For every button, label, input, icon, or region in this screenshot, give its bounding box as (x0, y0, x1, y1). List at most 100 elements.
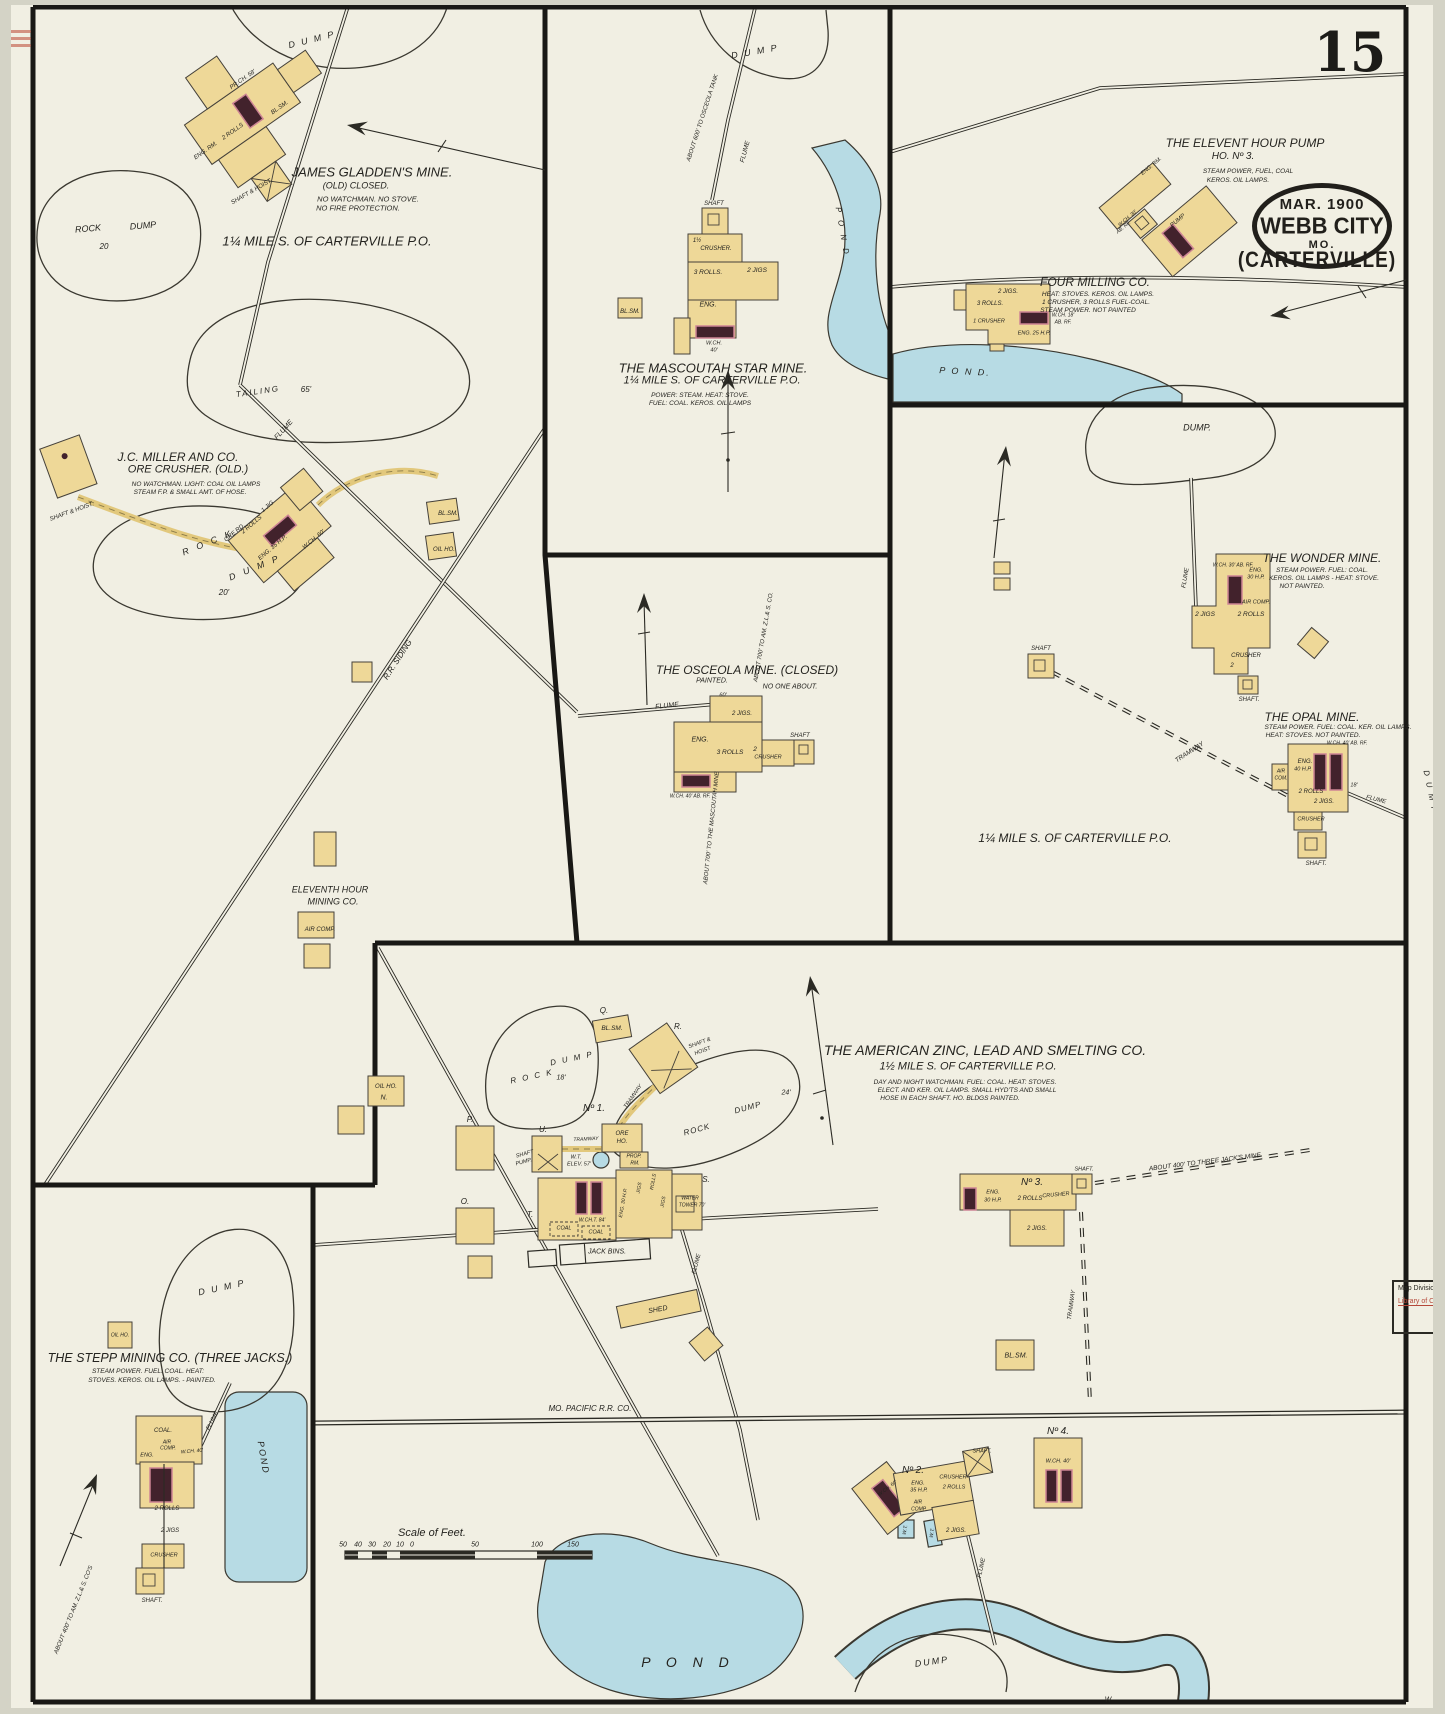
tramway-layer (76, 467, 663, 1152)
map-label: NOT PAINTED. (1279, 582, 1325, 590)
map-label: 60' (719, 692, 727, 699)
map-label: 18' (556, 1074, 566, 1082)
site-title-osceola: THE OSCEOLA MINE. (CLOSED) (655, 663, 839, 677)
map-label: ENG. (911, 1480, 925, 1487)
map-label: P. (466, 1115, 474, 1124)
map-label: W.CH. 40' AB. RF. (669, 793, 711, 800)
map-label: 2 JIGS. (997, 289, 1019, 295)
ponds-layer (224, 139, 1210, 1705)
map-label: 24' (781, 1089, 791, 1097)
stamp-state: MO. (1308, 239, 1336, 251)
red-ink-stamp (5, 26, 31, 62)
jack-bins-label: JACK BINS. (587, 1248, 627, 1256)
map-label: W.CH. 18' (1051, 312, 1075, 319)
map-label: W.CH. 40' (1045, 1458, 1071, 1465)
distance-note-gladden: 1¼ MILE S. OF CARTERVILLE P.O. (222, 233, 432, 249)
map-label: CRUSHER (1297, 816, 1325, 823)
map-label: 2 JIGS. (731, 711, 753, 717)
scale-tick-value: 50 (339, 1541, 347, 1549)
distance-note-opal: 1¼ MILE S. OF CARTERVILLE P.O. (978, 831, 1172, 845)
map-label: CRUSHER. (700, 246, 732, 252)
map-label: OIL HO. (110, 1332, 130, 1339)
map-label: ELECT. AND KER. OIL LAMPS. SMALL HYD'TS … (877, 1086, 1057, 1094)
scale-tick-value: 50 (471, 1541, 479, 1549)
map-label: DUMP. (1183, 422, 1211, 433)
sheet-number: 15 (1313, 20, 1387, 85)
dump-outlines-layer (36, 3, 1276, 1693)
site-title-stepp: THE STEPP MINING CO. (THREE JACKS.) (47, 1350, 293, 1365)
map-label: STOVES. KEROS. OIL LAMPS. - PAINTED. (88, 1376, 216, 1384)
map-label: R. (674, 1022, 682, 1031)
map-label: NO WATCHMAN. LIGHT: COAL OIL LAMPS (131, 480, 261, 488)
map-label: W.CH. 30' AB. RF. (1212, 562, 1254, 569)
scan-edge-bottom (0, 1708, 1445, 1714)
map-label: ELEV. 57' (567, 1161, 591, 1168)
scale-tick-value: 150 (567, 1541, 579, 1549)
map-label: NO FIRE PROTECTION. (316, 203, 400, 213)
panel-borders (30, 4, 1409, 1705)
shaft-no4-label: Nº 4. (1047, 1426, 1069, 1437)
map-label: 2 (753, 745, 757, 753)
north-arrow-wonder (992, 446, 1011, 559)
north-arrow-stepp (59, 1474, 97, 1567)
map-label: 20 (99, 242, 109, 251)
map-label: SHAFT. (141, 1598, 163, 1604)
scale-tick-value: 10 (396, 1541, 404, 1549)
map-label: AIR (162, 1439, 172, 1446)
map-label: MINING CO. (307, 896, 359, 907)
map-label: ENG. (1249, 567, 1263, 574)
map-label: ORE (615, 1131, 629, 1137)
map-label: 2 JIGS (747, 266, 767, 274)
map-label: 2 ROLLS (1237, 610, 1265, 618)
library-stamp-line2: Library of Co (1398, 1298, 1439, 1306)
buildings-layer (39, 49, 1349, 1595)
site-title-miller: J.C. MILLER AND CO. (117, 450, 239, 464)
map-label: 2 ROLLS (154, 1506, 180, 1512)
map-label: KEROS. OIL LAMPS. (1206, 176, 1270, 184)
map-label: CRUSHER (754, 754, 782, 761)
map-label: W.CH.T. 84' (578, 1217, 606, 1224)
map-label: 65' (300, 385, 312, 394)
map-label: 1½ MILE S. OF CARTERVILLE P.O. (879, 1060, 1057, 1073)
map-label: W.T. (570, 1154, 582, 1161)
shaft-no2-label: Nº 2. (902, 1465, 924, 1476)
map-label: U. (539, 1125, 547, 1134)
scan-edge-top (0, 0, 1445, 5)
map-label: W (1104, 1696, 1112, 1704)
map-label: ELEVENTH HOUR (291, 884, 369, 895)
map-label: 2 JIGS. (1026, 1226, 1048, 1232)
map-label: 20' (218, 588, 230, 597)
map-label: (OLD) CLOSED. (322, 180, 390, 191)
map-label: 30 H.P. (1247, 574, 1265, 581)
map-label: 1¼ MILE S. OF CARTERVILLE P.O. (623, 374, 801, 387)
scan-edge-right (1433, 0, 1445, 1714)
map-label: NO WATCHMAN. NO STOVE. (317, 194, 419, 204)
map-label: CRUSHER (1231, 653, 1261, 659)
map-label: O. (460, 1197, 470, 1206)
map-label: HOSE IN EACH SHAFT. HO. BLDGS PAINTED. (880, 1094, 1020, 1102)
map-label: RM. (630, 1160, 640, 1167)
map-label: OIL HO. (375, 1084, 397, 1090)
map-label: AIR COMP. (304, 927, 336, 933)
site-title-four-milling: FOUR MILLING CO. (1039, 275, 1151, 289)
map-label: W.CH. 40' AB. RF. (1326, 740, 1368, 747)
map-label: SHAFT. (1305, 861, 1327, 867)
shaft-no1-label: Nº 1. (583, 1103, 605, 1114)
map-label: HO. (616, 1139, 628, 1145)
map-label: 2 JIGS (1195, 610, 1215, 618)
map-label: STEAM F.P. & SMALL AMT. OF HOSE. (133, 488, 247, 496)
site-title-gladden: JAMES GLADDEN'S MINE. (291, 164, 453, 180)
map-label: COAL (588, 1229, 604, 1236)
map-label: SHAFT (1031, 646, 1051, 652)
roads-layer (42, 0, 1407, 1646)
map-label: STEAM POWER. FUEL: COAL. HEAT: (91, 1367, 205, 1375)
map-label: 40 H.P. (1294, 766, 1312, 773)
railroad-label: MO. PACIFIC R.R. CO. (548, 1404, 632, 1413)
site-title-mascoutah: THE MASCOUTAH STAR MINE. (618, 360, 808, 376)
map-label: SHAFT. (972, 1448, 992, 1455)
map-label: CRUSHER (150, 1552, 178, 1559)
map-label: COAL. (153, 1428, 173, 1434)
north-arrow-mascoutah (720, 370, 736, 492)
map-label: BL.SM. (438, 511, 458, 517)
